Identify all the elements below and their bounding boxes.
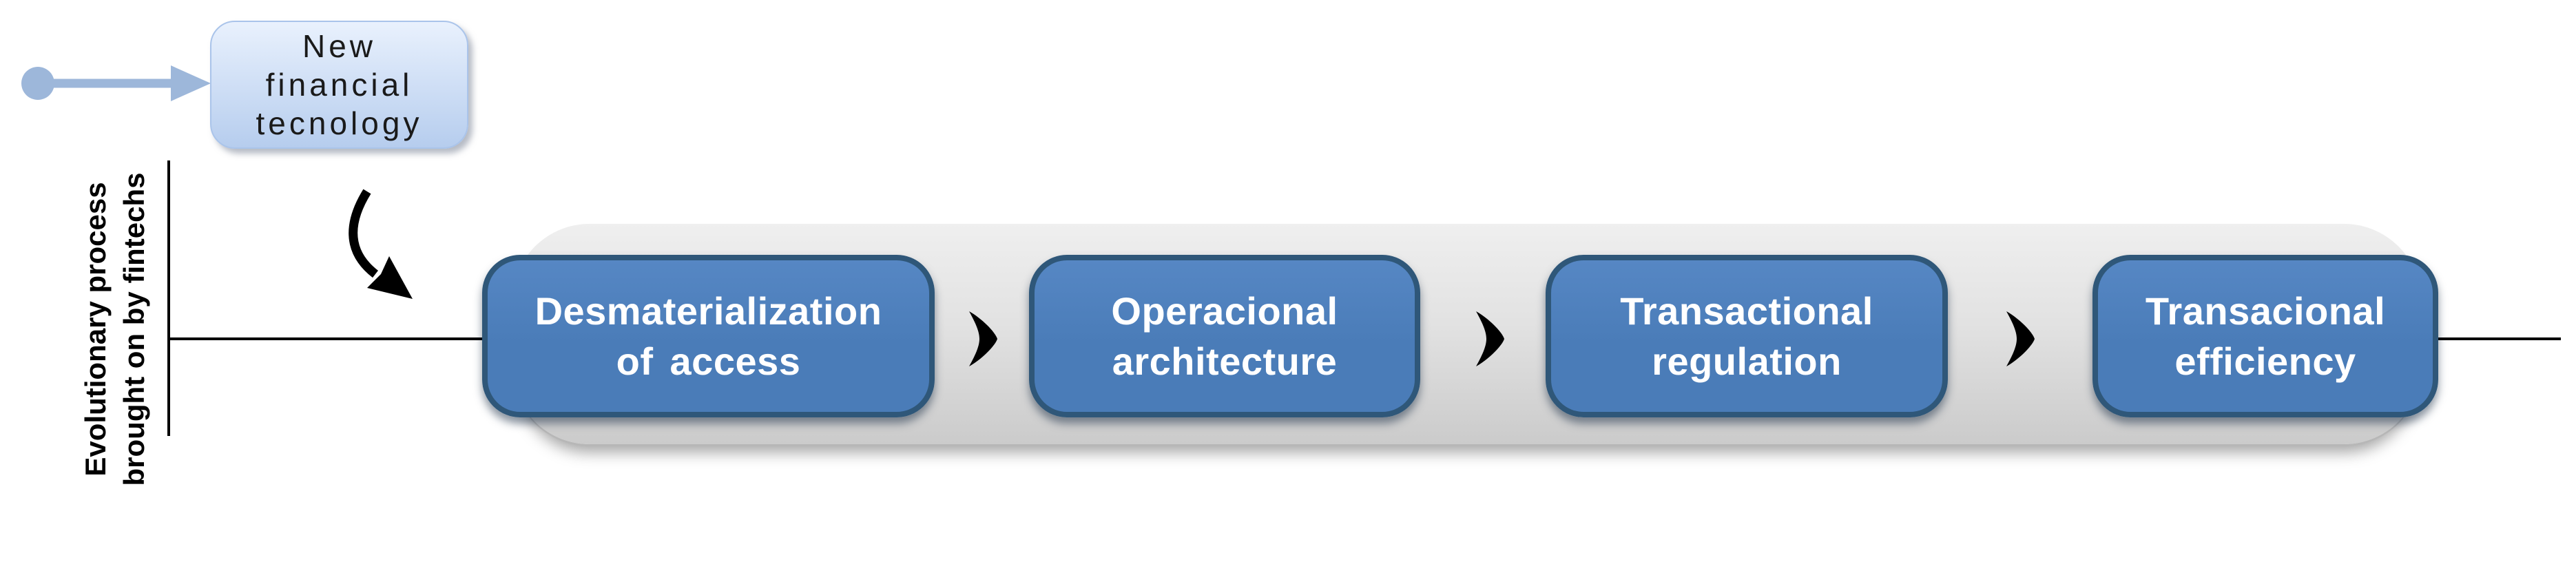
axis-label-line: brought on by fintechs xyxy=(118,172,150,486)
stage-transactional-regulation: Transactional regulation xyxy=(1546,255,1948,417)
chevron-right-icon xyxy=(2006,311,2035,366)
stage-label-line: regulation xyxy=(1652,340,1842,383)
stage-label-line: Operacional xyxy=(1111,289,1338,333)
stage-label-line: architecture xyxy=(1112,340,1338,383)
curved-arrow-icon xyxy=(349,189,413,299)
start-arrow-icon xyxy=(21,65,211,101)
stage-label-line: of access xyxy=(616,340,801,383)
axis-label: Evolutionary process brought on by finte… xyxy=(76,136,154,522)
stage-label-line: Desmaterialization xyxy=(534,289,882,333)
stage-label-line: efficiency xyxy=(2174,340,2356,383)
stage-transacional-efficiency: Transacional efficiency xyxy=(2092,255,2438,417)
stage-label-line: Transacional xyxy=(2145,289,2386,333)
stage-label-line: Transactional xyxy=(1620,289,1873,333)
stage-desmaterialization-of-access: Desmaterialization of access xyxy=(482,255,935,417)
axis-vertical-line xyxy=(167,160,170,436)
trigger-line: tecnology xyxy=(256,105,423,141)
trigger-line: New xyxy=(302,28,377,64)
axis-label-line: Evolutionary process xyxy=(79,182,112,477)
new-financial-technology-node: New financial tecnology xyxy=(210,21,468,149)
stage-operacional-architecture: Operacional architecture xyxy=(1029,255,1420,417)
chevron-right-icon xyxy=(969,311,997,366)
chevron-right-icon xyxy=(1476,311,1504,366)
trigger-line: financial xyxy=(265,67,413,103)
